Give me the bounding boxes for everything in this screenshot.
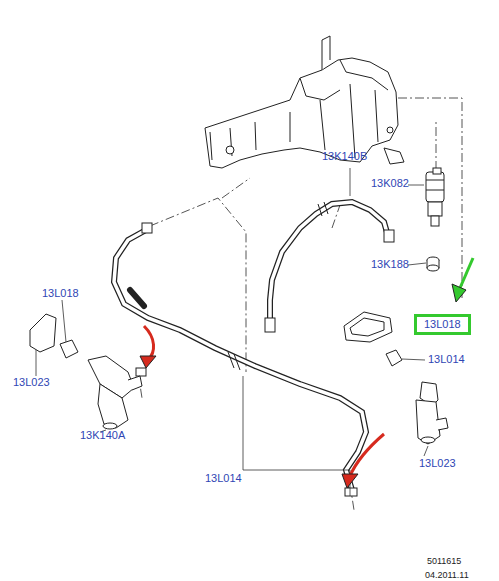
part-number: 13L018: [42, 287, 79, 300]
drawing-number: 5011615: [427, 556, 461, 567]
part-number: 13K082: [371, 177, 409, 190]
part-number: 13L014: [205, 472, 242, 485]
part-number: 13L023: [13, 376, 50, 389]
highlight-box: 13L018: [414, 314, 471, 335]
part-number: 13K140A: [80, 429, 125, 442]
part-number: 13K140B: [322, 150, 367, 163]
part-number: 13L014: [428, 353, 465, 366]
part-number: 13K188: [371, 258, 409, 271]
drawing-number: 04.2011.11: [425, 570, 469, 581]
part-number: 13L018: [424, 318, 468, 331]
part-number: 13L023: [419, 457, 456, 470]
